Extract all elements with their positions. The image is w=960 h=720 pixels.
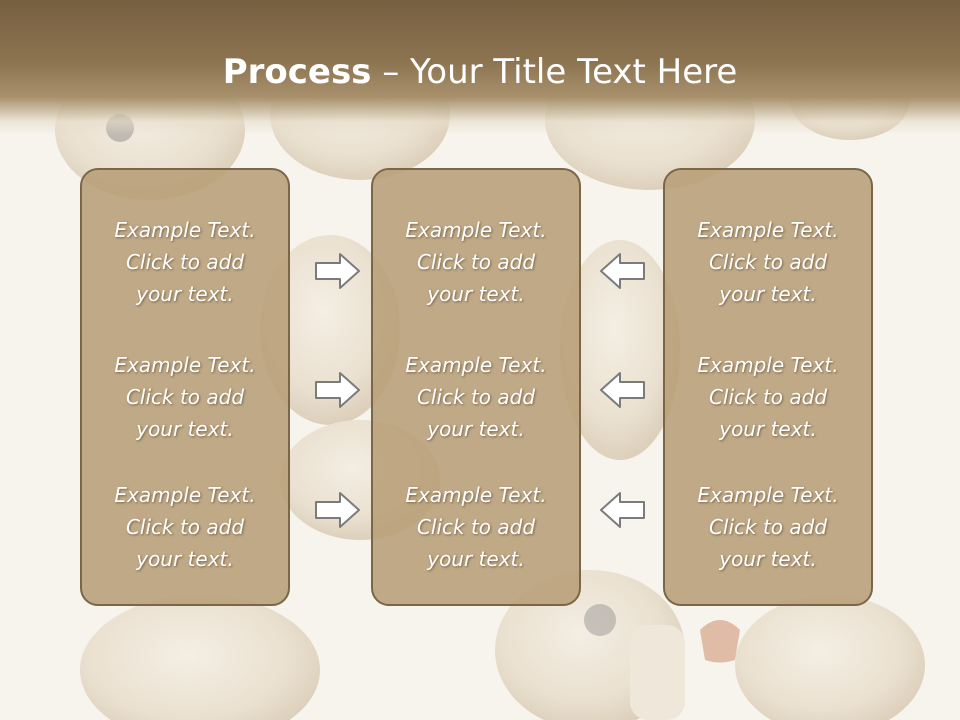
text-line: Example Text. [697,218,839,242]
title-bold: Process [222,52,372,92]
text-line: your text. [427,282,525,306]
text-line: Example Text. [114,353,256,377]
arrow-left-icon[interactable] [598,251,646,291]
text-line: your text. [427,417,525,441]
text-block[interactable]: Example Text. Click to add your text. [373,214,579,310]
arrow-left-icon[interactable] [598,370,646,410]
process-box-center[interactable]: Example Text. Click to add your text. Ex… [371,168,581,606]
arrow-left-icon[interactable] [598,490,646,530]
text-line: Example Text. [405,483,547,507]
text-line: your text. [427,547,525,571]
title-bar [0,0,960,135]
text-line: Example Text. [697,483,839,507]
text-line: Click to add [708,515,828,539]
text-line: Click to add [125,385,245,409]
text-line: Click to add [416,250,536,274]
text-line: Example Text. [697,353,839,377]
process-box-left[interactable]: Example Text. Click to add your text. Ex… [80,168,290,606]
text-line: your text. [719,417,817,441]
text-line: your text. [136,417,234,441]
text-line: your text. [719,282,817,306]
text-line: your text. [719,547,817,571]
text-line: Click to add [708,250,828,274]
arrow-right-icon[interactable] [314,370,362,410]
text-block[interactable]: Example Text. Click to add your text. [373,479,579,575]
text-block[interactable]: Example Text. Click to add your text. [665,349,871,445]
text-block[interactable]: Example Text. Click to add your text. [373,349,579,445]
title-rest: – Your Title Text Here [371,52,738,92]
text-block[interactable]: Example Text. Click to add your text. [665,479,871,575]
text-block[interactable]: Example Text. Click to add your text. [665,214,871,310]
text-line: Example Text. [114,483,256,507]
text-line: your text. [136,547,234,571]
arrow-right-icon[interactable] [314,251,362,291]
text-block[interactable]: Example Text. Click to add your text. [82,214,288,310]
text-line: Click to add [125,250,245,274]
text-line: Click to add [708,385,828,409]
text-block[interactable]: Example Text. Click to add your text. [82,349,288,445]
text-line: Click to add [416,385,536,409]
slide-title[interactable]: Process – Your Title Text Here [0,52,960,92]
process-box-right[interactable]: Example Text. Click to add your text. Ex… [663,168,873,606]
text-line: Example Text. [405,353,547,377]
text-line: Example Text. [114,218,256,242]
text-line: Example Text. [405,218,547,242]
text-line: Click to add [125,515,245,539]
text-line: Click to add [416,515,536,539]
text-line: your text. [136,282,234,306]
text-block[interactable]: Example Text. Click to add your text. [82,479,288,575]
arrow-right-icon[interactable] [314,490,362,530]
